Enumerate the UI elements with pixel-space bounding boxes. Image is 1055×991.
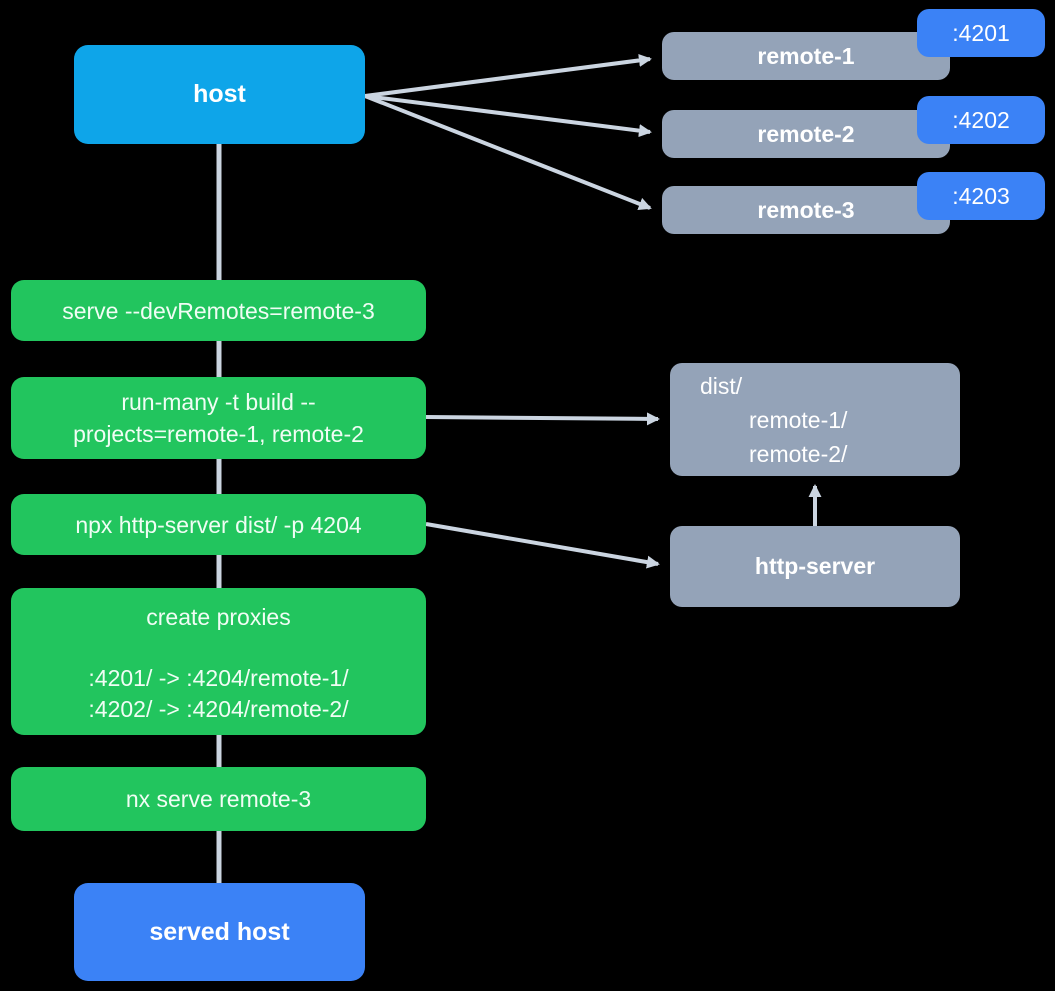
proxy-rule-1: :4201/ -> :4204/remote-1/ — [88, 665, 349, 691]
remote-3-label: remote-3 — [757, 196, 855, 223]
dist-root-label: dist/ — [700, 372, 743, 399]
remote-3-port-badge: :4203 — [917, 172, 1045, 220]
command-text-line-2: projects=remote-1, remote-2 — [73, 421, 364, 447]
arrow-host-to-remote-2 — [364, 94, 652, 138]
dist-folder-node: dist/ remote-1/ remote-2/ — [670, 363, 960, 476]
remote-2-port-badge: :4202 — [917, 96, 1045, 144]
proxy-rule-2: :4202/ -> :4204/remote-2/ — [88, 696, 349, 722]
command-nx-serve-remote-3: nx serve remote-3 — [11, 767, 426, 831]
host-label: host — [193, 80, 246, 108]
remote-1-label: remote-1 — [757, 42, 855, 69]
command-create-proxies: create proxies :4201/ -> :4204/remote-1/… — [11, 588, 426, 735]
dist-remote-1-label: remote-1/ — [749, 406, 848, 433]
create-proxies-title: create proxies — [146, 604, 291, 630]
arrow-host-to-remote-1 — [364, 53, 652, 98]
served-host-label: served host — [149, 917, 290, 946]
remote-3-node: remote-3 — [662, 186, 950, 234]
host-node: host — [74, 45, 365, 144]
served-host-node: served host — [74, 883, 365, 981]
command-text: serve --devRemotes=remote-3 — [62, 297, 375, 324]
arrow-host-to-remote-3 — [364, 94, 652, 211]
command-npx-http-server: npx http-server dist/ -p 4204 — [11, 494, 426, 555]
arrow-npx-to-http-server — [425, 522, 660, 569]
remote-1-node: remote-1 — [662, 32, 950, 80]
command-text: npx http-server dist/ -p 4204 — [75, 511, 362, 538]
command-text-line-1: run-many -t build -- — [121, 389, 316, 415]
remote-3-port: :4203 — [952, 182, 1010, 209]
dist-remote-2-label: remote-2/ — [749, 440, 848, 467]
http-server-node: http-server — [670, 526, 960, 607]
remote-1-port-badge: :4201 — [917, 9, 1045, 57]
command-run-many-build: run-many -t build -- projects=remote-1, … — [11, 377, 426, 459]
remote-2-label: remote-2 — [757, 120, 855, 147]
remote-2-node: remote-2 — [662, 110, 950, 158]
http-server-label: http-server — [754, 553, 876, 579]
remote-1-port: :4201 — [952, 19, 1010, 46]
command-text: nx serve remote-3 — [125, 786, 312, 812]
arrow-build-to-dist — [425, 412, 660, 426]
remote-2-port: :4202 — [952, 106, 1010, 133]
command-serve-dev-remotes: serve --devRemotes=remote-3 — [11, 280, 426, 341]
